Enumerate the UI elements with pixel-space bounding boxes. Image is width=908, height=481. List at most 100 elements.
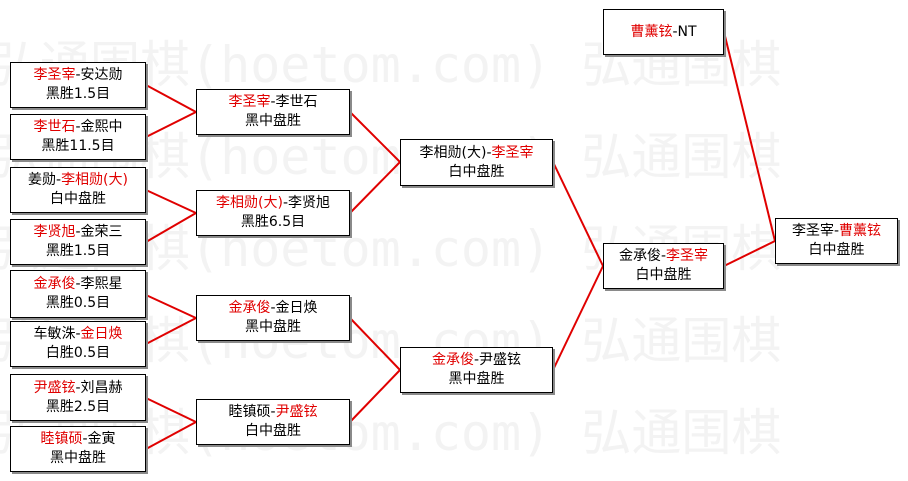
bracket-line (145, 84, 197, 113)
match-box: 车敏洙-金日焕白胜0.5目 (10, 321, 146, 367)
match-box: 曹薰铉-NT (603, 9, 724, 55)
player-1-name: 李相勋(大) (419, 144, 487, 161)
bracket-line (145, 294, 197, 319)
matchup-line: 李相勋(大)-李贤旭 (216, 194, 330, 213)
bracket-line (552, 161, 604, 267)
separator: - (75, 224, 81, 240)
match-result: 黑中盘胜 (448, 371, 505, 387)
player-1-name: 姜勋 (28, 172, 56, 188)
match-box: 李圣宰-曹薰铉白中盘胜 (775, 218, 898, 264)
player-2-name: 李相勋(大) (61, 172, 128, 188)
match-result: 黑胜1.5目 (45, 86, 111, 102)
match-box: 李贤旭-金荣三黑胜1.5目 (10, 219, 146, 265)
player-1-name: 李圣宰 (228, 94, 271, 110)
matchup-line: 曹薰铉-NT (630, 23, 696, 42)
matchup-line: 睦镇硕-尹盛铉 (228, 403, 317, 422)
matchup-line: 金承俊-金日焕 (228, 299, 317, 318)
matchup-line: 金承俊-尹盛铉 (432, 351, 521, 370)
matchup-line: 李相勋(大)-李圣宰 (420, 144, 534, 163)
match-result: 白胜0.5目 (45, 345, 111, 361)
match-result: 白中盘胜 (245, 423, 301, 439)
player-2-name: 李世石 (275, 94, 318, 110)
separator: - (672, 23, 678, 40)
match-box: 姜勋-李相勋(大)白中盘胜 (10, 167, 146, 213)
match-box: 金承俊-尹盛铉黑中盘胜 (400, 347, 553, 393)
matchup-line: 睦镇硕-金寅 (40, 430, 115, 449)
player-2-name: 尹盛铉 (275, 404, 318, 420)
player-1-name: 李贤旭 (33, 224, 76, 240)
separator: - (75, 276, 81, 292)
player-2-name: 金日焕 (80, 326, 123, 342)
match-result: 黑胜1.5目 (45, 243, 111, 259)
player-2-name: 刘昌赫 (80, 379, 123, 396)
bracket-line (145, 421, 197, 450)
match-result: 黑胜0.5目 (45, 295, 111, 311)
separator: - (56, 172, 62, 188)
separator: - (833, 223, 840, 239)
bracket-line (723, 31, 776, 242)
player-1-name: 李圣宰 (33, 67, 76, 83)
matchup-line: 姜勋-李相勋(大) (28, 171, 128, 190)
match-result: 黑胜11.5目 (41, 138, 115, 154)
bracket-line (552, 265, 604, 371)
player-2-name: 尹盛铉 (479, 352, 522, 368)
separator: - (486, 144, 492, 161)
player-1-name: 睦镇硕 (228, 404, 271, 420)
matchup-line: 金承俊-李圣宰 (619, 247, 708, 266)
player-2-name: 金日焕 (275, 300, 318, 316)
player-1-name: 金承俊 (33, 276, 76, 292)
match-box: 金承俊-李熙星黑胜0.5目 (10, 270, 146, 318)
match-box: 睦镇硕-金寅黑中盘胜 (10, 426, 146, 472)
player-1-name: 金承俊 (618, 248, 661, 264)
bracket-line (145, 397, 197, 423)
player-2-name: 金寅 (87, 431, 116, 447)
separator: - (75, 119, 81, 135)
separator: - (82, 431, 88, 447)
bracket-line (349, 317, 401, 371)
match-box: 睦镇硕-尹盛铉白中盘胜 (196, 399, 350, 445)
matchup-line: 李圣宰-李世石 (228, 93, 317, 112)
match-result: 白中盘胜 (448, 163, 505, 180)
player-2-name: NT (677, 23, 697, 40)
player-2-name: 金荣三 (80, 224, 123, 240)
match-box: 金承俊-金日焕黑中盘胜 (196, 295, 350, 341)
match-box: 李相勋(大)-李贤旭黑胜6.5目 (196, 190, 350, 236)
match-result: 白中盘胜 (635, 267, 692, 283)
matchup-line: 李圣宰-曹薰铉 (792, 222, 881, 241)
separator: - (270, 404, 276, 420)
match-box: 李圣宰-安达勋黑胜1.5目 (10, 62, 146, 108)
match-box: 尹盛铉-刘昌赫黑胜2.5目 (10, 374, 146, 421)
matchup-line: 尹盛铉-刘昌赫 (33, 379, 122, 398)
player-1-name: 金承俊 (431, 352, 474, 368)
separator: - (75, 67, 81, 83)
bracket-line (349, 111, 401, 163)
player-2-name: 安达勋 (80, 67, 123, 83)
separator: - (282, 195, 288, 211)
separator: - (473, 352, 480, 368)
separator: - (75, 326, 81, 342)
player-2-name: 李圣宰 (491, 144, 534, 161)
matchup-line: 金承俊-李熙星 (33, 275, 122, 294)
player-1-name: 车敏洙 (33, 326, 76, 342)
matchup-line: 李圣宰-安达勋 (33, 66, 122, 85)
separator: - (660, 248, 667, 264)
bracket-line (145, 317, 197, 345)
match-result: 白中盘胜 (808, 242, 865, 258)
separator: - (270, 94, 276, 110)
matchup-line: 车敏洙-金日焕 (33, 325, 122, 344)
match-result: 黑中盘胜 (50, 450, 106, 466)
player-1-name: 尹盛铉 (33, 379, 76, 396)
player-1-name: 曹薰铉 (630, 23, 673, 40)
player-1-name: 睦镇硕 (40, 431, 83, 447)
match-box: 李世石-金熙中黑胜11.5目 (10, 114, 146, 160)
bracket-line (723, 240, 776, 267)
match-box: 李相勋(大)-李圣宰白中盘胜 (400, 139, 553, 186)
separator: - (75, 379, 81, 396)
player-2-name: 金熙中 (80, 119, 123, 135)
bracket-line (349, 369, 401, 423)
player-2-name: 李熙星 (80, 276, 123, 292)
player-1-name: 金承俊 (228, 300, 271, 316)
match-result: 白中盘胜 (50, 191, 106, 207)
match-result: 黑胜2.5目 (45, 398, 111, 415)
